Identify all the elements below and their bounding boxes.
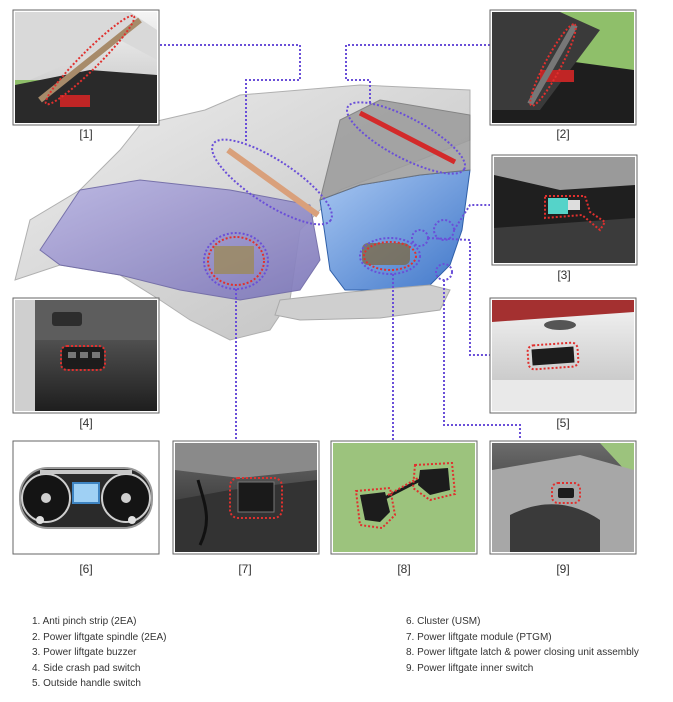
liftgate-glass (319, 99, 471, 201)
photo-6 (12, 440, 160, 555)
photo-2 (489, 9, 637, 126)
photo-label-4: [4] (79, 416, 92, 430)
photo-7 (172, 440, 320, 555)
photo-1 (12, 9, 160, 126)
legend-right: 6. Cluster (USM) 7. Power liftgate modul… (406, 614, 639, 676)
ellipse-strip (211, 138, 333, 226)
legend-item-3: 3. Power liftgate buzzer (32, 647, 137, 659)
leader-1 (160, 44, 301, 142)
photo-label-9: [9] (556, 562, 569, 576)
legend-item-1: 1. Anti pinch strip (2EA) (32, 616, 137, 627)
photo-8 (330, 440, 478, 555)
leader-2 (345, 44, 490, 104)
photo-label-3: [3] (557, 268, 570, 282)
red-highlight-ellipses (207, 236, 417, 286)
photo-4 (12, 297, 160, 414)
photo-9 (489, 440, 637, 555)
red-module-ellipse (207, 236, 265, 286)
anti-pinch-strip-left (226, 147, 320, 218)
leader-5 (427, 237, 490, 356)
legend-left: 1. Anti pinch strip (2EA) 2. Power liftg… (32, 614, 167, 692)
legend-item-7: 7. Power liftgate module (PTGM) (406, 631, 552, 643)
leader-lines (160, 44, 521, 440)
legend-item-6: 6. Cluster (USM) (406, 616, 481, 627)
module-blob (214, 246, 254, 274)
photo-label-2: [2] (556, 127, 569, 141)
leader-9 (443, 280, 521, 440)
latch-blob (362, 243, 410, 265)
legend-item-9: 9. Power liftgate inner switch (406, 662, 534, 674)
photo-label-1: [1] (79, 127, 92, 141)
photo-5 (489, 297, 637, 414)
photo-label-6: [6] (79, 562, 92, 576)
rear-bumper (274, 284, 451, 321)
photo-3 (491, 154, 638, 266)
legend-item-2: 2. Power liftgate spindle (2EA) (32, 631, 167, 643)
photo-label-8: [8] (397, 562, 410, 576)
photo-label-7: [7] (238, 562, 251, 576)
leader-3 (453, 204, 490, 231)
ellipse-module (203, 232, 269, 290)
red-latch-ellipse (363, 241, 417, 271)
legend-item-4: 4. Side crash pad switch (32, 662, 141, 674)
ellipse-spindle (345, 101, 467, 175)
legend-item-8: 8. Power liftgate latch & power closing … (406, 647, 639, 659)
legend-item-5: 5. Outside handle switch (32, 678, 141, 690)
spindle-right (358, 110, 457, 165)
photo-label-5: [5] (556, 416, 569, 430)
ellipse-latch (359, 237, 421, 275)
vehicle-illustration (14, 84, 471, 341)
